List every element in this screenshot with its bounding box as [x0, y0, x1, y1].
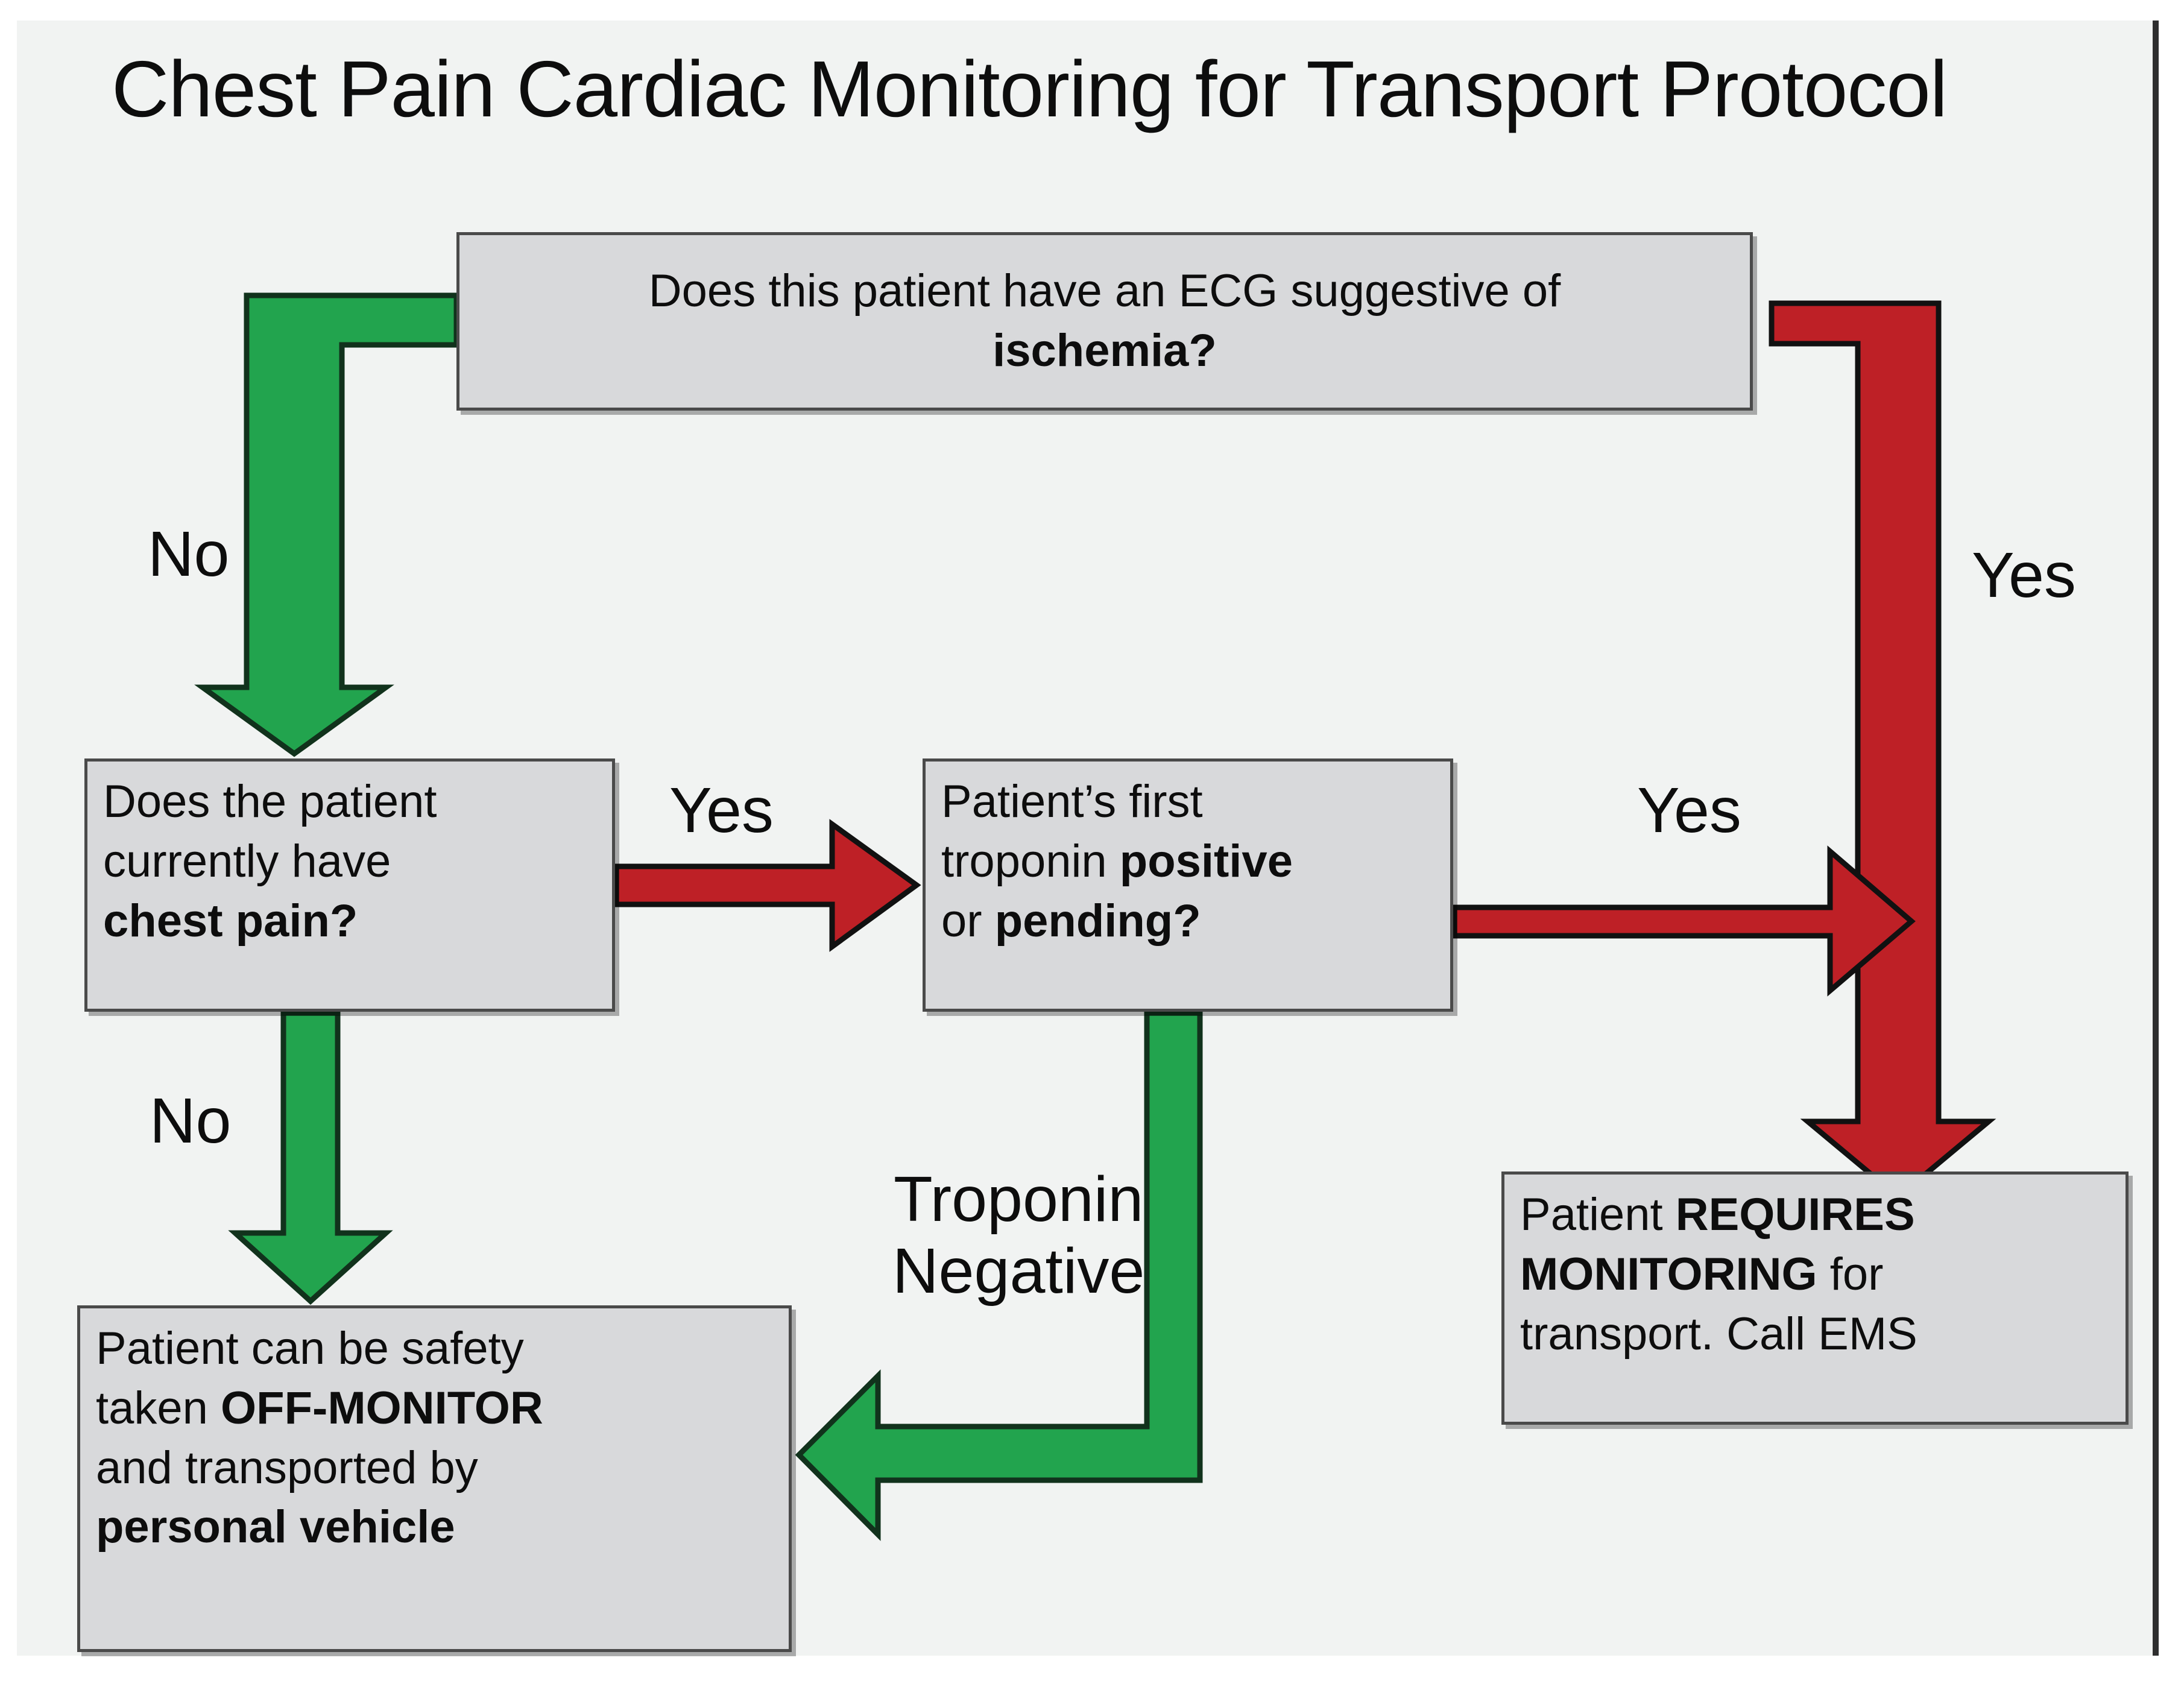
chestpain-line3: chest pain? [103, 895, 358, 947]
decision-troponin[interactable]: Patient’s first troponin positive or pen… [923, 758, 1453, 1012]
troponin-line3-bold: pending? [994, 895, 1201, 947]
troponin-neg-line2: Negative [892, 1235, 1145, 1307]
offmon-line3: and transported by [96, 1442, 478, 1493]
troponin-line2-bold: positive [1119, 835, 1293, 887]
edge-label-no-chestpain: No [150, 1085, 232, 1156]
troponin-neg-line1: Troponin [893, 1164, 1144, 1235]
edge-label-yes-chestpain: Yes [669, 775, 774, 846]
edge-label-yes-ecg: Yes [1972, 540, 2076, 611]
troponin-line2-plain: troponin [941, 835, 1120, 887]
offmon-line2-bold: OFF-MONITOR [221, 1382, 543, 1434]
chestpain-line1: Does the patient [103, 776, 437, 827]
offmon-line4: personal vehicle [96, 1501, 455, 1553]
edge-label-yes-troponin: Yes [1637, 775, 1741, 846]
outcome-requires-monitoring[interactable]: Patient REQUIRES MONITORING for transpor… [1501, 1172, 2129, 1425]
troponin-line1: Patient’s first [941, 776, 1203, 827]
outcome-off-monitor[interactable]: Patient can be safety taken OFF-MONITOR … [77, 1305, 792, 1652]
decision-chest-pain[interactable]: Does the patient currently have chest pa… [84, 758, 615, 1012]
requires-line2-bold: MONITORING [1520, 1248, 1817, 1300]
page-title: Chest Pain Cardiac Monitoring for Transp… [112, 45, 1948, 133]
requires-line1-plain: Patient [1520, 1189, 1676, 1240]
offmon-line2-plain: taken [96, 1382, 221, 1434]
requires-line3: transport. Call EMS [1520, 1308, 1917, 1360]
edge-label-troponin-negative: Troponin Negative [892, 1164, 1144, 1307]
chestpain-line2: currently have [103, 835, 391, 887]
ecg-line2: ischemia? [993, 325, 1217, 376]
requires-line1-bold: REQUIRES [1675, 1189, 1915, 1240]
offmon-line1: Patient can be safety [96, 1323, 524, 1374]
troponin-line3-plain: or [941, 895, 995, 947]
edge-label-no-ecg: No [148, 519, 230, 590]
ecg-line1: Does this patient have an ECG suggestive… [648, 265, 1561, 317]
requires-line2-plain: for [1817, 1248, 1884, 1300]
decision-ecg-ischemia[interactable]: Does this patient have an ECG suggestive… [456, 232, 1753, 411]
